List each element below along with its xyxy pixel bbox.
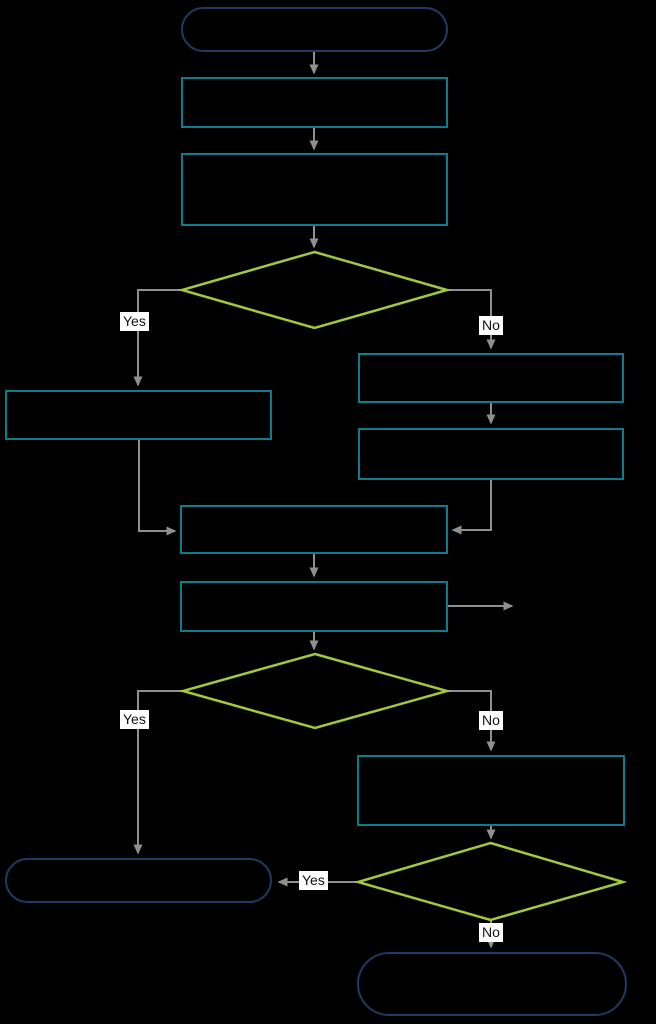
edge-decision-2-yes bbox=[133, 690, 183, 855]
decision-1-node bbox=[177, 250, 452, 330]
edge-left-to-merge-1 bbox=[138, 440, 177, 536]
process-1-node bbox=[181, 77, 448, 128]
decision-1-no-label: No bbox=[479, 316, 503, 335]
process-merge-1-node bbox=[180, 505, 448, 554]
decision-3-yes-label: Yes bbox=[299, 871, 328, 890]
end-right-terminator-node bbox=[357, 952, 627, 1016]
decision-1-yes-label: Yes bbox=[120, 312, 149, 331]
process-2-node bbox=[181, 153, 448, 226]
decision-2-node bbox=[178, 652, 452, 730]
process-left-node bbox=[5, 390, 272, 440]
end-left-terminator-node bbox=[5, 858, 272, 903]
edge-right-2-to-merge-1 bbox=[451, 480, 492, 535]
decision-3-no-label: No bbox=[479, 923, 503, 942]
edge-decision-2-no bbox=[447, 690, 496, 752]
process-merge-2-node bbox=[180, 581, 448, 632]
start-terminator-node bbox=[181, 7, 448, 52]
decision-2-no-label: No bbox=[479, 711, 503, 730]
decision-2-yes-label: Yes bbox=[120, 710, 149, 729]
process-right-1-node bbox=[358, 353, 624, 403]
process-right-2-node bbox=[358, 428, 624, 480]
decision-3-node bbox=[353, 841, 628, 922]
edge-decision-1-yes bbox=[133, 289, 182, 387]
process-lower-right-node bbox=[357, 755, 625, 826]
